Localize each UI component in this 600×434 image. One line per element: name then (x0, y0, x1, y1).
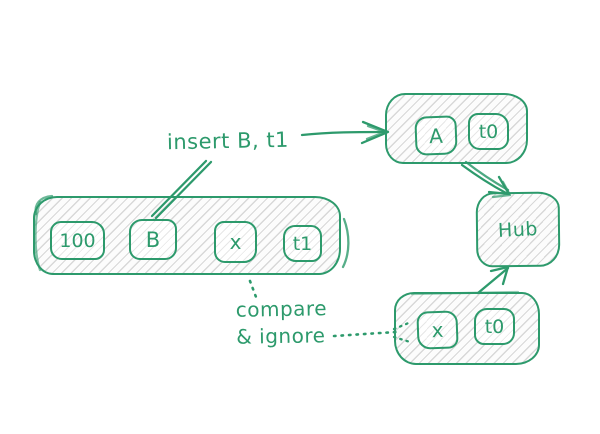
insert-arrow-head-2 (365, 124, 387, 141)
insert-annotation: insert B, t1 (166, 127, 290, 155)
x-dotted-stub (248, 279, 258, 299)
top-cell-a-label: A (428, 123, 444, 148)
bottom-cell-x-label: x (431, 317, 444, 343)
hub-node: Hub (475, 191, 561, 268)
bottom-cell-t0: t0 (474, 308, 515, 345)
compare-dotted-line (332, 330, 398, 338)
left-record: 100 B x t1 (33, 196, 341, 275)
left-cell-x: x (214, 221, 257, 263)
bottom-to-hub-line (476, 266, 510, 295)
top-cell-t0: t0 (468, 113, 509, 150)
left-cell-b: B (129, 219, 177, 260)
left-cell-b-label: B (145, 227, 161, 252)
top-cell-t0-label: t0 (478, 120, 499, 143)
left-cell-t1-label: t1 (292, 232, 313, 255)
bottom-cell-t0-label: t0 (484, 315, 505, 338)
insert-arrow-line (300, 130, 386, 137)
hub-label: Hub (497, 217, 539, 242)
bottom-cell-x: x (416, 310, 459, 350)
bottom-to-hub-arrowhead (489, 265, 510, 286)
compare-annotation: compare & ignore (236, 295, 328, 351)
compare-annotation-line2: & ignore (236, 323, 326, 349)
left-cell-x-label: x (229, 230, 242, 254)
bottom-record: x t0 (394, 292, 540, 365)
top-record: A t0 (385, 93, 528, 164)
left-cell-100-label: 100 (59, 229, 96, 252)
left-record-overdraw-right (341, 217, 350, 269)
top-to-hub-line (460, 163, 508, 195)
compare-annotation-line1: compare (235, 296, 328, 322)
left-cell-100: 100 (50, 221, 105, 260)
top-cell-a: A (414, 115, 458, 156)
top-to-hub-line-2 (464, 160, 510, 192)
left-cell-t1: t1 (283, 225, 322, 262)
